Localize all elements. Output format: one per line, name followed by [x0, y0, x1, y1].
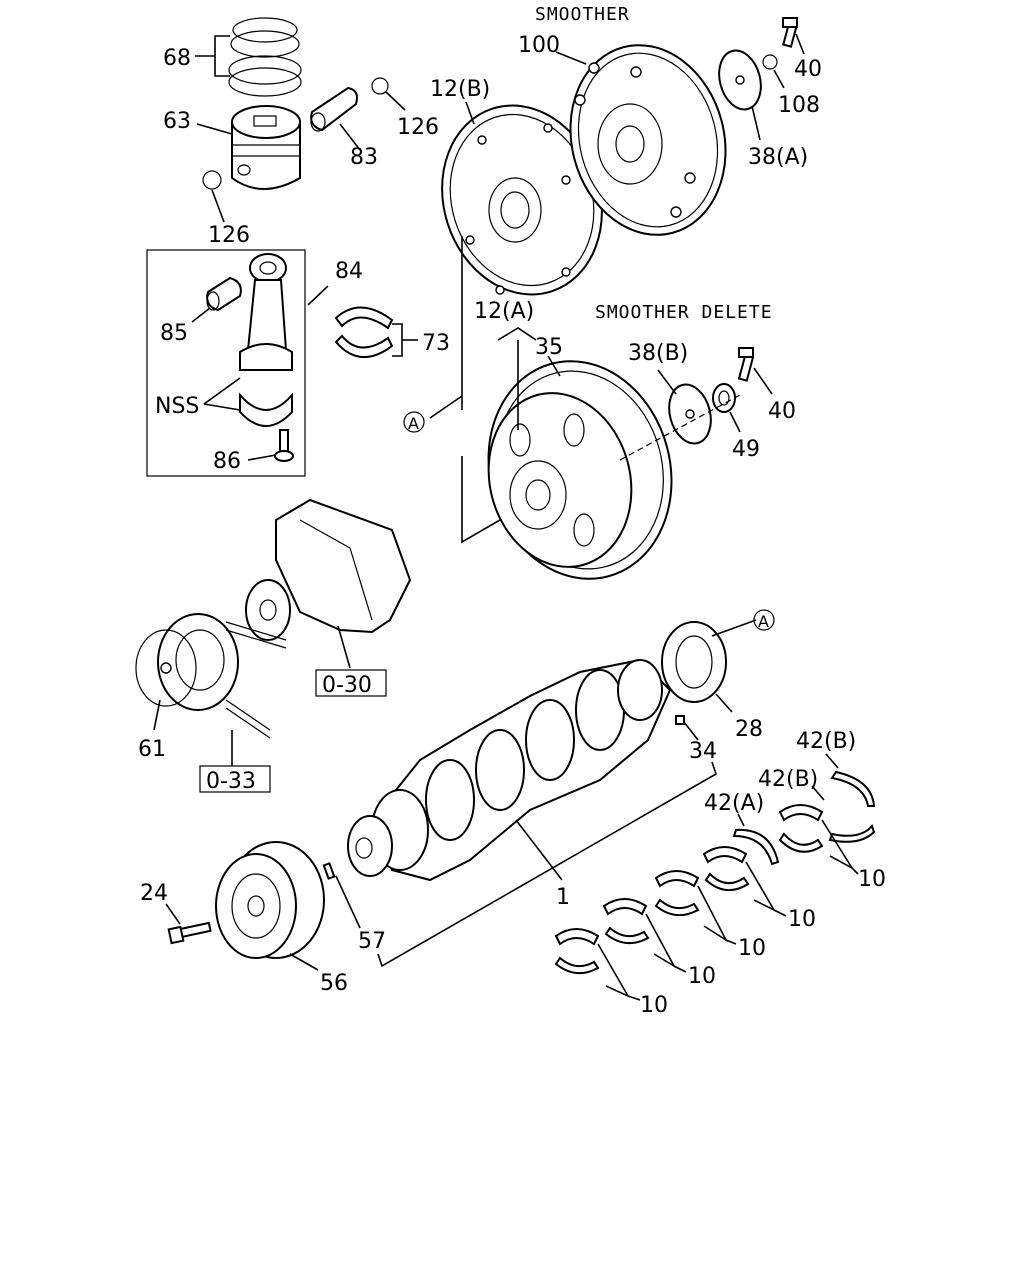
piston-pin [310, 86, 358, 132]
pilot-bearing-49 [712, 383, 736, 413]
callout-73: 73 [422, 331, 450, 356]
callout-12b: 12(B) [430, 77, 490, 102]
callout-28: 28 [735, 717, 763, 742]
callout-57: 57 [358, 929, 386, 954]
bushing [206, 276, 242, 312]
callout-40-lower: 40 [768, 399, 796, 424]
callout-24: 24 [140, 881, 168, 906]
rod-bearing-set [334, 306, 394, 359]
callout-12a: 12(A) [474, 299, 534, 324]
snap-ring [371, 77, 389, 95]
callout-38a: 38(A) [748, 145, 808, 170]
ref-box-0-30 [315, 669, 387, 697]
plate-38a [718, 49, 762, 111]
callout-10-a: 10 [858, 867, 886, 892]
callout-108: 108 [778, 93, 820, 118]
crankshaft [347, 658, 672, 882]
water-pump [245, 498, 412, 641]
callout-126-lower: 126 [208, 223, 250, 248]
drive-belt-lines [225, 621, 287, 739]
snap-ring [202, 170, 222, 190]
plate-38b [668, 383, 712, 445]
connecting-rod [239, 253, 293, 427]
callout-49: 49 [732, 437, 760, 462]
fan-pulley [135, 613, 239, 711]
key-34 [675, 715, 685, 725]
crank-bolt-24 [167, 921, 212, 945]
dowel-57 [322, 862, 336, 880]
callout-38b: 38(B) [628, 341, 688, 366]
ref-box-0-33 [199, 765, 271, 793]
callout-nss: NSS [155, 394, 199, 419]
piston [231, 105, 301, 190]
crank-pulley-56 [215, 841, 325, 959]
callout-83: 83 [350, 145, 378, 170]
piston-rings [228, 17, 302, 97]
connecting-rod-group-box [146, 249, 306, 477]
ref-0-33: 0-33 [206, 769, 256, 794]
callout-10-e: 10 [640, 993, 668, 1018]
smoother-delete-header: SMOOTHER DELETE [595, 302, 773, 323]
bolt-40-lower [737, 347, 755, 382]
ref-a-right: A [758, 612, 769, 631]
smoother-header: SMOOTHER [535, 4, 630, 25]
callout-34: 34 [689, 739, 717, 764]
callout-84: 84 [335, 259, 363, 284]
callout-86: 86 [213, 449, 241, 474]
ref-0-30: 0-30 [322, 673, 372, 698]
callout-126-upper: 126 [397, 115, 439, 140]
callout-61: 61 [138, 737, 166, 762]
callout-10-b: 10 [788, 907, 816, 932]
callout-85: 85 [160, 321, 188, 346]
bolt-40-upper [782, 17, 798, 48]
callout-10-c: 10 [738, 936, 766, 961]
thrust-washer [828, 824, 876, 843]
callout-56: 56 [320, 971, 348, 996]
thrust-washer [732, 828, 780, 866]
callout-100: 100 [518, 33, 560, 58]
callout-10-d: 10 [688, 964, 716, 989]
callout-35: 35 [535, 335, 563, 360]
flywheel-12a [487, 360, 673, 580]
rod-bolt [274, 429, 294, 462]
washer-108 [762, 54, 778, 70]
crank-gear-28 [661, 621, 727, 703]
callout-42b-upper: 42(B) [796, 729, 856, 754]
callout-42a: 42(A) [704, 791, 764, 816]
callout-68: 68 [163, 46, 191, 71]
main-bearing-set [554, 804, 824, 975]
smoother-unit [569, 44, 727, 236]
ref-a-left: A [408, 414, 419, 433]
thrust-washer [830, 770, 876, 807]
callout-42b-lower: 42(B) [758, 767, 818, 792]
callout-63: 63 [163, 109, 191, 134]
callout-40-upper: 40 [794, 57, 822, 82]
callout-1: 1 [556, 885, 570, 910]
